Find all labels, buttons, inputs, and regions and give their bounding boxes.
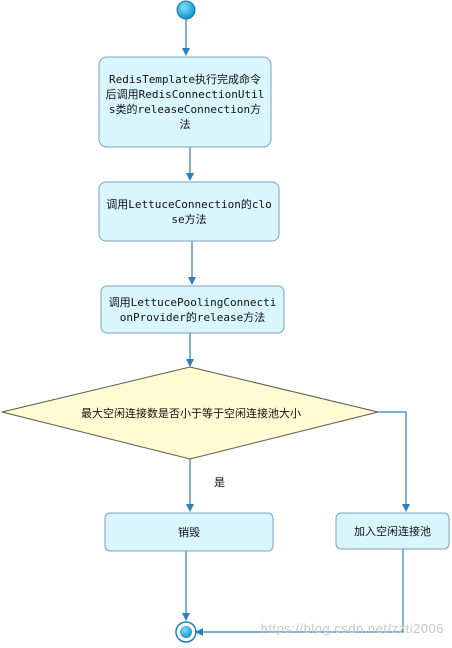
destroy-text: 销毁 [178, 525, 200, 539]
edge-addpool-to-end [195, 549, 404, 636]
edge-decision-to-addpool [378, 411, 410, 512]
step3-box [100, 285, 285, 334]
addpool-text: 加入空闲连接池 [354, 524, 431, 538]
end-node-dot [180, 626, 192, 638]
addpool-box [335, 512, 450, 550]
decision-text: 最大空闲连接数是否小于等于空闲连接池大小 [81, 406, 301, 420]
step1-text: RedisTemplate执行完成命令后调用RedisConnectionUti… [105, 73, 265, 131]
watermark: https://blog.csdn.net/zzti2006 [260, 621, 444, 636]
step2-box [98, 181, 280, 242]
start-node [176, 0, 196, 20]
decision-diamond [1, 366, 379, 460]
step3-text: 调用LettucePoolingConnectionProvider的relea… [108, 295, 277, 324]
destroy-box [104, 512, 274, 552]
step1-box [98, 56, 272, 148]
yes-edge-label: 是 [214, 476, 225, 489]
step2-text: 调用LettuceConnection的close方法 [106, 197, 272, 226]
